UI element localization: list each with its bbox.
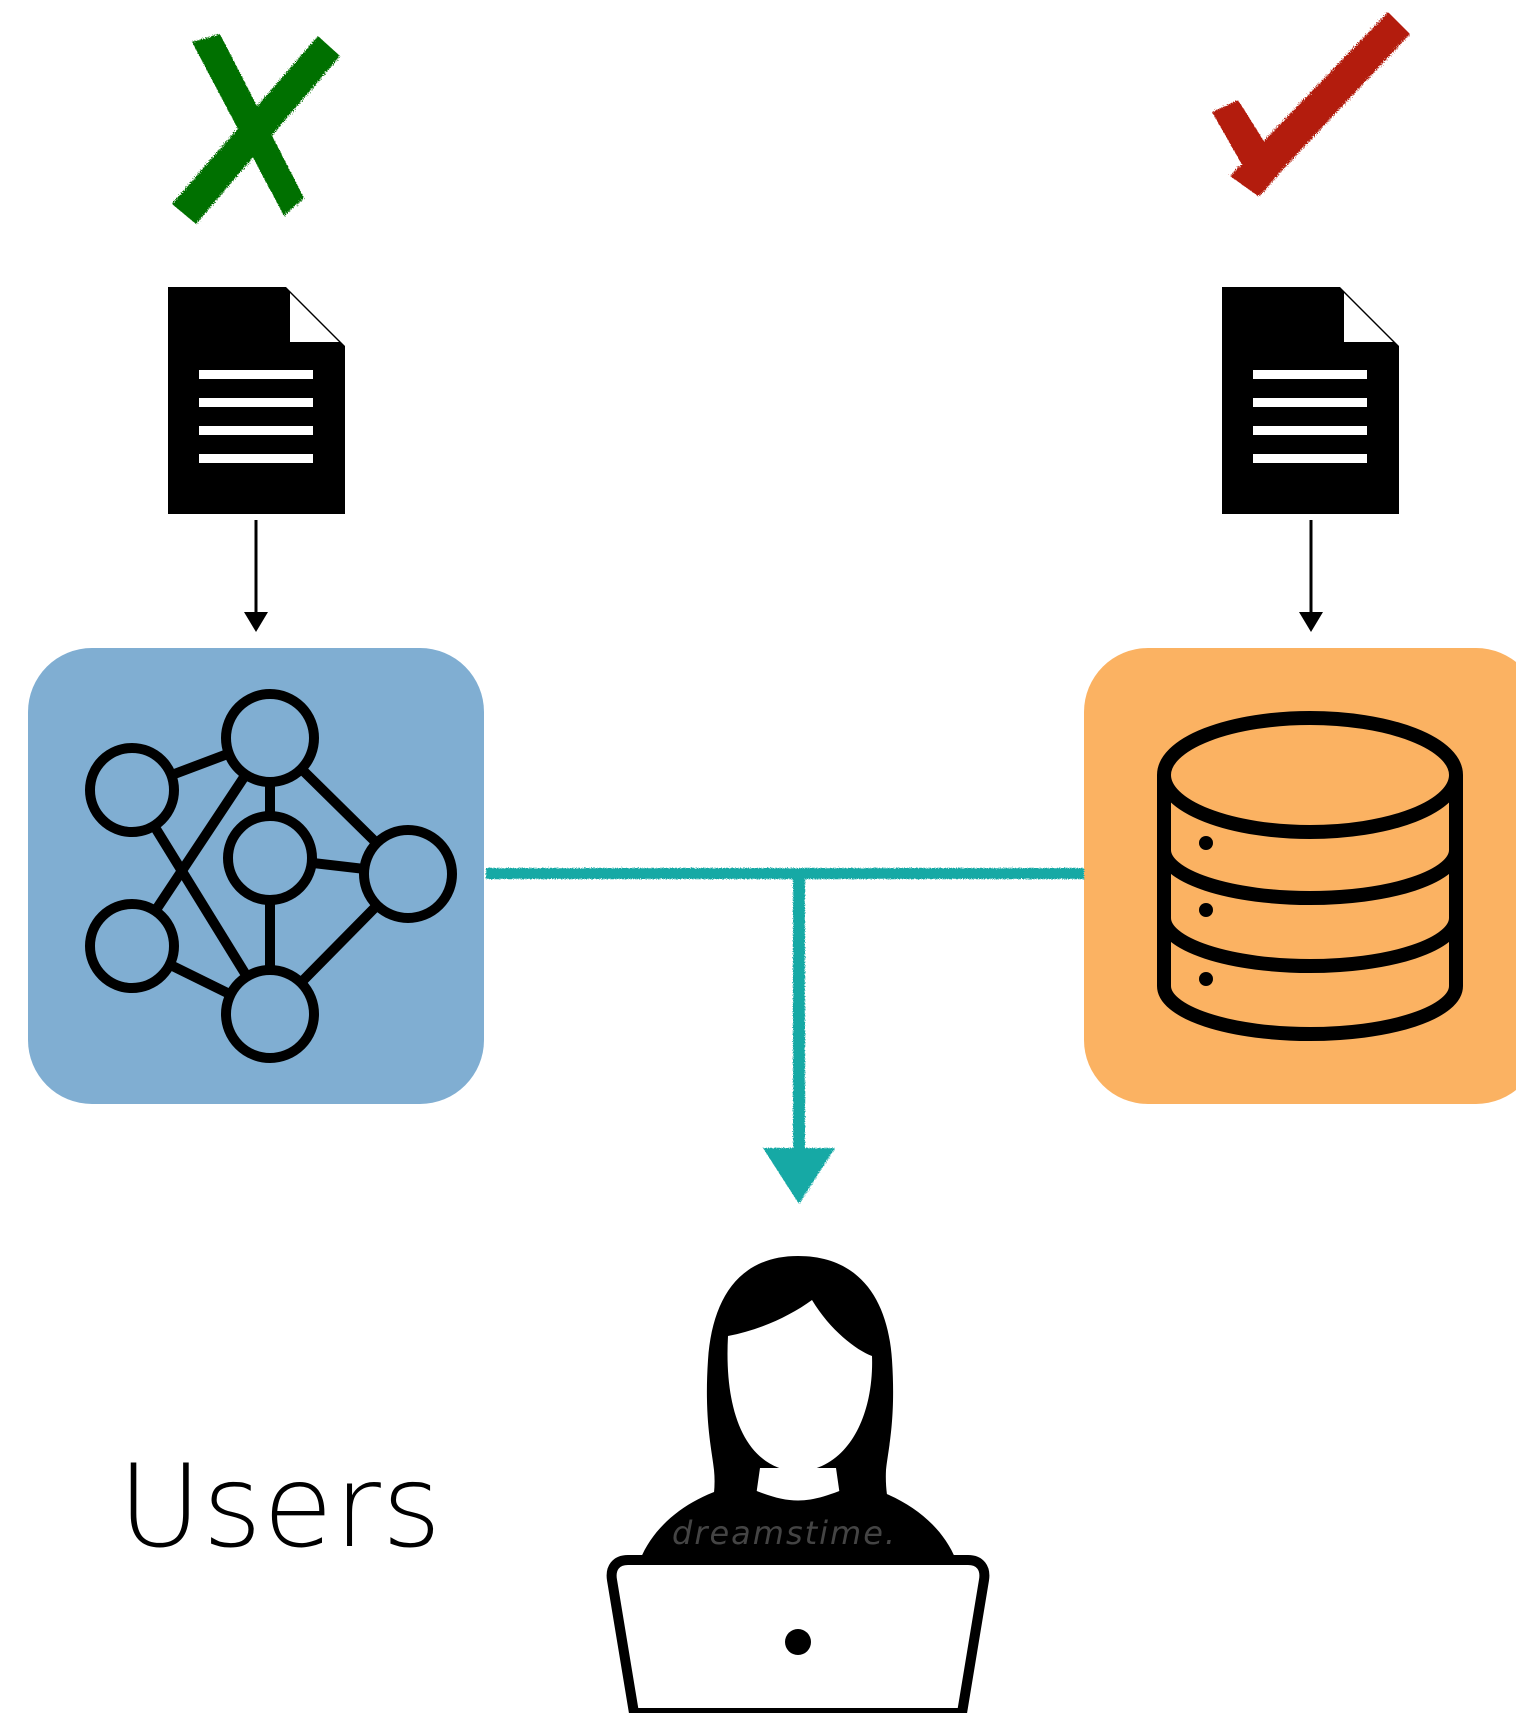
neural-network-icon [85,689,457,1063]
document-to-database-arrow [1299,520,1323,632]
database-icon [1157,711,1463,1041]
users-label: Users [118,1440,443,1573]
document-to-model-arrow [244,520,268,632]
watermark-text: dreamstime. [672,1514,898,1552]
document-icon [1222,287,1399,514]
x-mark-icon [172,34,340,224]
checkmark-icon [1212,12,1410,196]
document-icon [168,287,345,514]
connector-arrow [486,868,1084,1204]
user-at-laptop-icon [606,1256,990,1713]
